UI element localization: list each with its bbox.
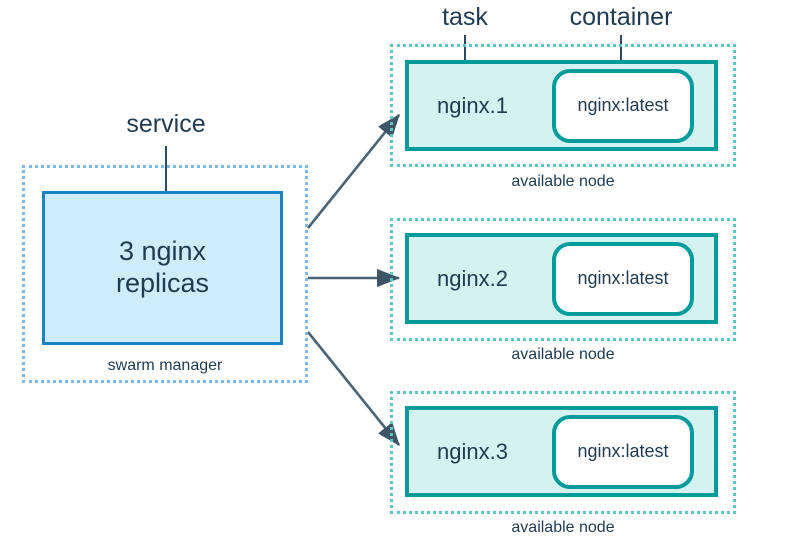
container-image-label-1: nginx:latest: [577, 95, 669, 115]
node-box-3[interactable]: nginx.3 nginx:latest: [405, 406, 718, 497]
annotation-label-task: task: [442, 3, 488, 31]
container-box-1[interactable]: nginx:latest: [552, 68, 694, 143]
swarm-manager-caption: swarm manager: [107, 357, 223, 374]
container-image-label-3: nginx:latest: [577, 441, 669, 461]
container-box-3[interactable]: nginx:latest: [552, 414, 694, 489]
container-image-label-2: nginx:latest: [577, 268, 669, 288]
service-box[interactable]: 3 nginx replicas: [42, 191, 283, 345]
leader-line-service: [165, 146, 167, 232]
available-node-caption-1: available node: [511, 173, 615, 190]
node-box-2[interactable]: nginx.2 nginx:latest: [405, 233, 718, 324]
task-label-2: nginx.2: [437, 265, 508, 291]
available-node-outline-2: [390, 218, 736, 341]
node-box-1[interactable]: nginx.1 nginx:latest: [405, 60, 718, 151]
arrow-manager-to-node-1: [306, 113, 401, 229]
service-box-label: 3 nginx replicas: [115, 236, 210, 298]
arrow-manager-to-node-3: [306, 331, 401, 447]
available-node-outline-1: [390, 44, 736, 167]
available-node-caption-2: available node: [511, 346, 615, 363]
available-node-caption-3: available node: [511, 519, 615, 536]
swarm-manager-outline: [22, 165, 308, 383]
annotation-label-container: container: [569, 3, 673, 31]
annotation-label-service: service: [126, 110, 206, 138]
available-node-outline-3: [390, 391, 736, 514]
container-box-2[interactable]: nginx:latest: [552, 241, 694, 316]
task-label-3: nginx.3: [437, 438, 508, 464]
task-label-1: nginx.1: [437, 92, 508, 118]
